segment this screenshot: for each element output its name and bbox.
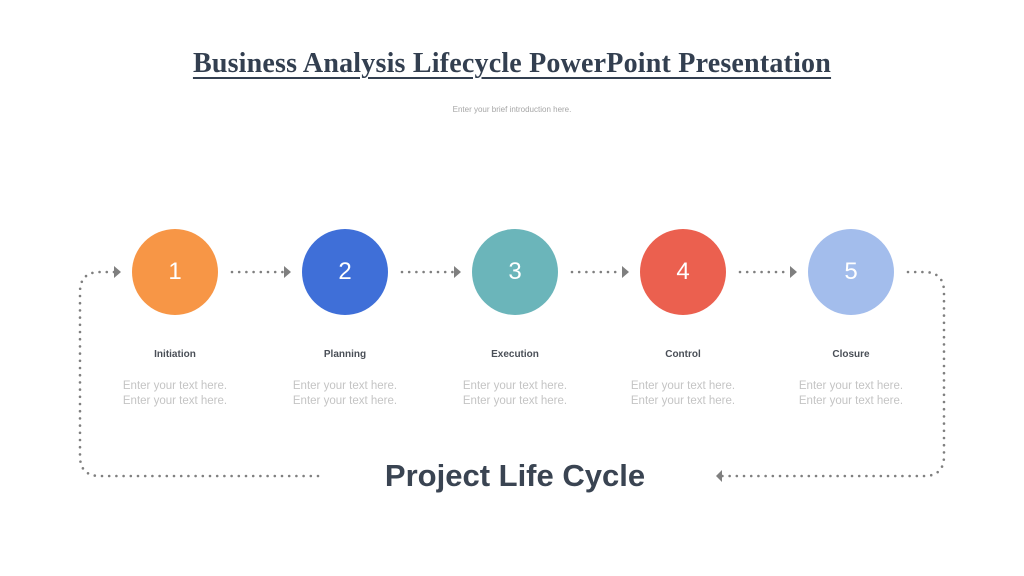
arrow-into-1-icon — [114, 266, 121, 278]
step-description: Enter your text here. Enter your text he… — [603, 379, 763, 409]
step-circle-3: 3 — [472, 229, 558, 315]
arrow-bottom-left-icon — [716, 470, 722, 482]
step-number: 4 — [676, 258, 690, 285]
step-description: Enter your text here. Enter your text he… — [435, 379, 595, 409]
desc-line: Enter your text here. — [122, 395, 228, 407]
step-label: Execution — [491, 349, 539, 360]
arrow-into-2-icon — [284, 266, 291, 278]
step-number: 2 — [338, 258, 352, 285]
cycle-label: Project Life Cycle — [384, 458, 646, 493]
step-circle-5: 5 — [808, 229, 894, 315]
step-number: 5 — [844, 258, 858, 285]
step-description: Enter your text here. Enter your text he… — [771, 379, 931, 409]
desc-line: Enter your text here. — [798, 395, 904, 407]
step-circle-1: 1 — [132, 229, 218, 315]
arrow-into-3-icon — [454, 266, 461, 278]
step-number: 1 — [168, 258, 182, 285]
step-description: Enter your text here. Enter your text he… — [265, 379, 425, 409]
arrow-into-4-icon — [622, 266, 629, 278]
step-circle-4: 4 — [640, 229, 726, 315]
step-label: Initiation — [154, 349, 196, 360]
step-circle-2: 2 — [302, 229, 388, 315]
desc-line: Enter your text here. — [462, 395, 568, 407]
step-control: 4 Control Enter your text here. Enter yo… — [603, 229, 763, 409]
arrow-into-5-icon — [790, 266, 797, 278]
step-label: Planning — [323, 349, 367, 360]
step-planning: 2 Planning Enter your text here. Enter y… — [265, 229, 425, 409]
step-number: 3 — [508, 258, 522, 285]
step-closure: 5 Closure Enter your text here. Enter yo… — [771, 229, 931, 409]
step-initiation: 1 Initiation Enter your text here. Enter… — [95, 229, 255, 409]
desc-line: Enter your text here. — [462, 380, 568, 392]
right-return-connector — [720, 270, 946, 478]
desc-line: Enter your text here. — [630, 380, 736, 392]
step-label: Closure — [832, 349, 870, 360]
slide-title: Business Analysis Lifecycle PowerPoint P… — [192, 48, 832, 79]
desc-line: Enter your text here. — [292, 395, 398, 407]
step-execution: 3 Execution Enter your text here. Enter … — [435, 229, 595, 409]
left-return-connector — [78, 270, 320, 478]
desc-line: Enter your text here. — [292, 380, 398, 392]
intro-text: Enter your brief introduction here. — [452, 105, 572, 114]
step-description: Enter your text here. Enter your text he… — [95, 379, 255, 409]
step-label: Control — [665, 349, 701, 360]
desc-line: Enter your text here. — [798, 380, 904, 392]
desc-line: Enter your text here. — [630, 395, 736, 407]
desc-line: Enter your text here. — [122, 380, 228, 392]
